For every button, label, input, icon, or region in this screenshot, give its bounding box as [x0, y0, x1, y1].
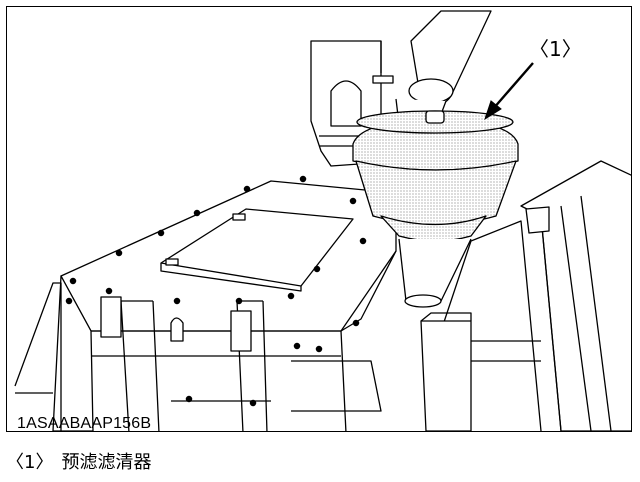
vertical-post — [420, 320, 472, 431]
caption-number: 〈1〉 — [6, 452, 54, 473]
figure-caption: 〈1〉预滤滤清器 — [6, 448, 151, 474]
callout-arrow — [484, 62, 534, 121]
access-panel — [160, 208, 354, 287]
right-frame — [440, 220, 542, 431]
bolt-heads — [65, 175, 367, 407]
left-side-frame — [14, 282, 62, 431]
pre-cleaner-bowl — [355, 160, 517, 226]
figure-frame: 1ASAABAAP156B — [6, 6, 632, 432]
callout-label-1: 〈1〉 — [529, 37, 582, 61]
caption-text: 预滤滤清器 — [61, 452, 152, 473]
figure-code: 1ASAABAAP156B — [17, 415, 152, 432]
machine-line-drawing — [14, 10, 631, 431]
hood-front — [52, 275, 94, 431]
